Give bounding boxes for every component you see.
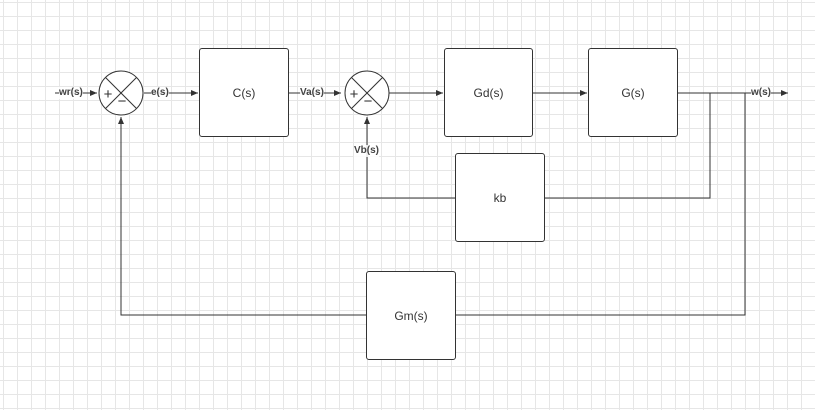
drive-label: Gd(s) xyxy=(473,85,504,100)
control-voltage-label: Va(s) xyxy=(300,87,324,99)
controller-label: C(s) xyxy=(232,85,256,100)
sum1-plus-sign: + xyxy=(104,86,113,103)
sum2-minus-sign: − xyxy=(364,93,373,110)
wire-kb-to-sum2 xyxy=(364,117,455,199)
error-signal-label: e(s) xyxy=(151,87,169,99)
output-signal-label: w(s) xyxy=(751,87,771,99)
plant-block[interactable]: G(s) xyxy=(588,48,678,137)
summing-junction-2: + − xyxy=(344,70,390,116)
reference-signal-label: wr(s) xyxy=(59,87,83,99)
summing-junction-1: + − xyxy=(98,70,144,116)
wire-inner-feedback-tap xyxy=(545,93,711,199)
feedback-voltage-label: Vb(s) xyxy=(354,145,379,157)
sum2-plus-sign: + xyxy=(350,86,359,103)
plant-label: G(s) xyxy=(621,85,645,100)
measurement-label: Gm(s) xyxy=(394,308,428,323)
sum1-minus-sign: − xyxy=(118,93,127,110)
drive-block[interactable]: Gd(s) xyxy=(444,48,533,137)
kb-block[interactable]: kb xyxy=(455,153,545,242)
kb-label: kb xyxy=(493,190,507,205)
wire-outer-feedback-tap xyxy=(456,93,746,316)
controller-block[interactable]: C(s) xyxy=(199,48,289,137)
measurement-block[interactable]: Gm(s) xyxy=(366,271,456,360)
wire-gm-to-sum1 xyxy=(118,117,366,316)
